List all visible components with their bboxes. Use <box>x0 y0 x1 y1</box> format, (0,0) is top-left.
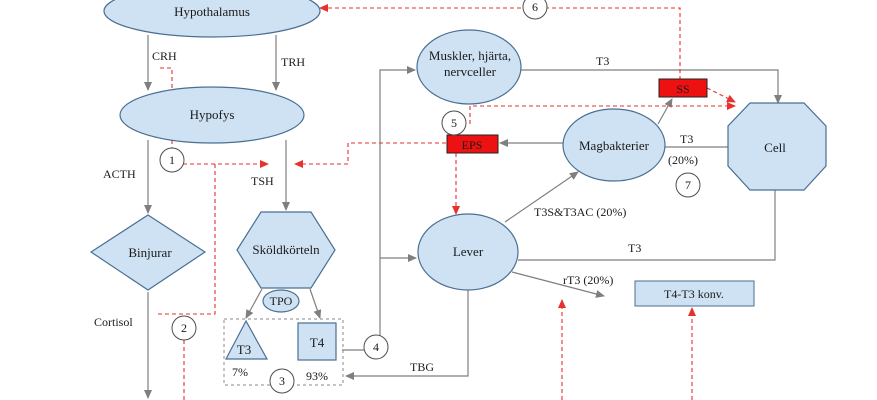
tbg-label: TBG <box>410 360 434 374</box>
markers: 6 1 5 7 2 4 3 <box>159 0 701 394</box>
hypofys-label: Hypofys <box>190 107 235 122</box>
t4-to-muskler-arrow <box>342 66 416 351</box>
t4-gland-label: T4 <box>310 335 325 350</box>
cortisol-label: Cortisol <box>94 315 133 329</box>
gland-output-group <box>223 318 344 386</box>
t4-gland-node: T4 <box>297 322 337 361</box>
t3-top-label: T3 <box>596 54 609 68</box>
muskler-node: Muskler, hjärta, nervceller <box>416 29 522 105</box>
feedback-5-line <box>469 102 736 124</box>
svg-text:4: 4 <box>373 340 379 354</box>
crh-label: CRH <box>152 49 177 63</box>
hypothalamus-node: Hypothalamus <box>103 0 321 38</box>
mag-to-ss-arrow <box>657 98 673 125</box>
cell-node: Cell <box>727 102 827 191</box>
skoldkorteln-node: Sköldkörteln <box>236 211 336 289</box>
feedback-2-line <box>158 163 268 315</box>
marker-5: 5 <box>441 110 467 136</box>
lever-label: Lever <box>453 244 484 259</box>
feedback-6-line <box>319 4 681 80</box>
svg-text:6: 6 <box>532 0 538 14</box>
t3s-label: T3S&T3AC (20%) <box>534 205 626 219</box>
lever-to-mag-arrow <box>504 171 579 223</box>
marker-7: 7 <box>675 172 701 198</box>
binjurar-node: Binjurar <box>89 214 207 291</box>
marker-1: 1 <box>159 147 185 173</box>
binjurar-label: Binjurar <box>128 245 172 260</box>
lever-node: Lever <box>417 213 519 291</box>
hypofys-node: Hypofys <box>119 86 305 144</box>
svg-text:5: 5 <box>451 116 457 130</box>
rt3-label: rT3 (20%) <box>563 273 613 287</box>
gland-to-t3-arrow <box>245 288 263 319</box>
t3-gland-label: T3 <box>237 342 251 357</box>
marker-4: 4 <box>363 334 389 360</box>
acth-label: ACTH <box>103 167 136 181</box>
skoldkorteln-label: Sköldkörteln <box>252 242 320 257</box>
marker-6: 6 <box>522 0 548 20</box>
svg-text:1: 1 <box>169 153 175 167</box>
eps-to-tsh-line <box>294 142 446 168</box>
muskler-label-line2: nervceller <box>444 64 497 79</box>
rt3-arrow <box>511 271 605 298</box>
pct-7-label: 7% <box>232 365 248 379</box>
ss-to-cell-line <box>706 87 736 103</box>
svg-text:7: 7 <box>685 178 691 192</box>
marker-2: 2 <box>171 315 197 341</box>
svg-text:3: 3 <box>279 374 285 388</box>
tbg-arrow <box>345 288 469 380</box>
eps-label: EPS <box>462 138 483 152</box>
ss-label: SS <box>676 82 689 96</box>
edge-labels: CRH TRH ACTH TSH Cortisol 7% 93% TBG T3 … <box>94 49 698 383</box>
tsh-label: TSH <box>251 174 274 188</box>
tpo-node: TPO <box>262 289 300 313</box>
hypothalamus-label: Hypothalamus <box>174 4 250 19</box>
muskler-to-cell-arrow <box>520 69 782 104</box>
gray-connectors <box>144 35 782 399</box>
lever-to-cell-arrow <box>518 166 779 261</box>
magbakterier-node: Magbakterier <box>562 108 666 182</box>
ss-box: SS <box>658 78 708 98</box>
t4t3-konv-label: T4-T3 konv. <box>664 287 724 301</box>
muskler-label-line1: Muskler, hjärta, <box>429 48 511 63</box>
cell-label: Cell <box>764 140 786 155</box>
t4t3-konv-box: T4-T3 konv. <box>634 280 755 307</box>
t3-mag-label: T3 <box>680 132 693 146</box>
trh-label: TRH <box>281 55 305 69</box>
marker-3: 3 <box>269 368 295 394</box>
t3-mag-pct-label: (20%) <box>668 153 698 167</box>
eps-box: EPS <box>446 134 499 154</box>
t3-lever-label: T3 <box>628 241 641 255</box>
gland-to-t4-arrow <box>309 288 322 319</box>
pct-93-label: 93% <box>306 369 328 383</box>
tpo-label: TPO <box>270 294 293 308</box>
magbakterier-label: Magbakterier <box>579 138 650 153</box>
svg-text:2: 2 <box>181 321 187 335</box>
t3-gland-node: T3 <box>225 319 269 360</box>
